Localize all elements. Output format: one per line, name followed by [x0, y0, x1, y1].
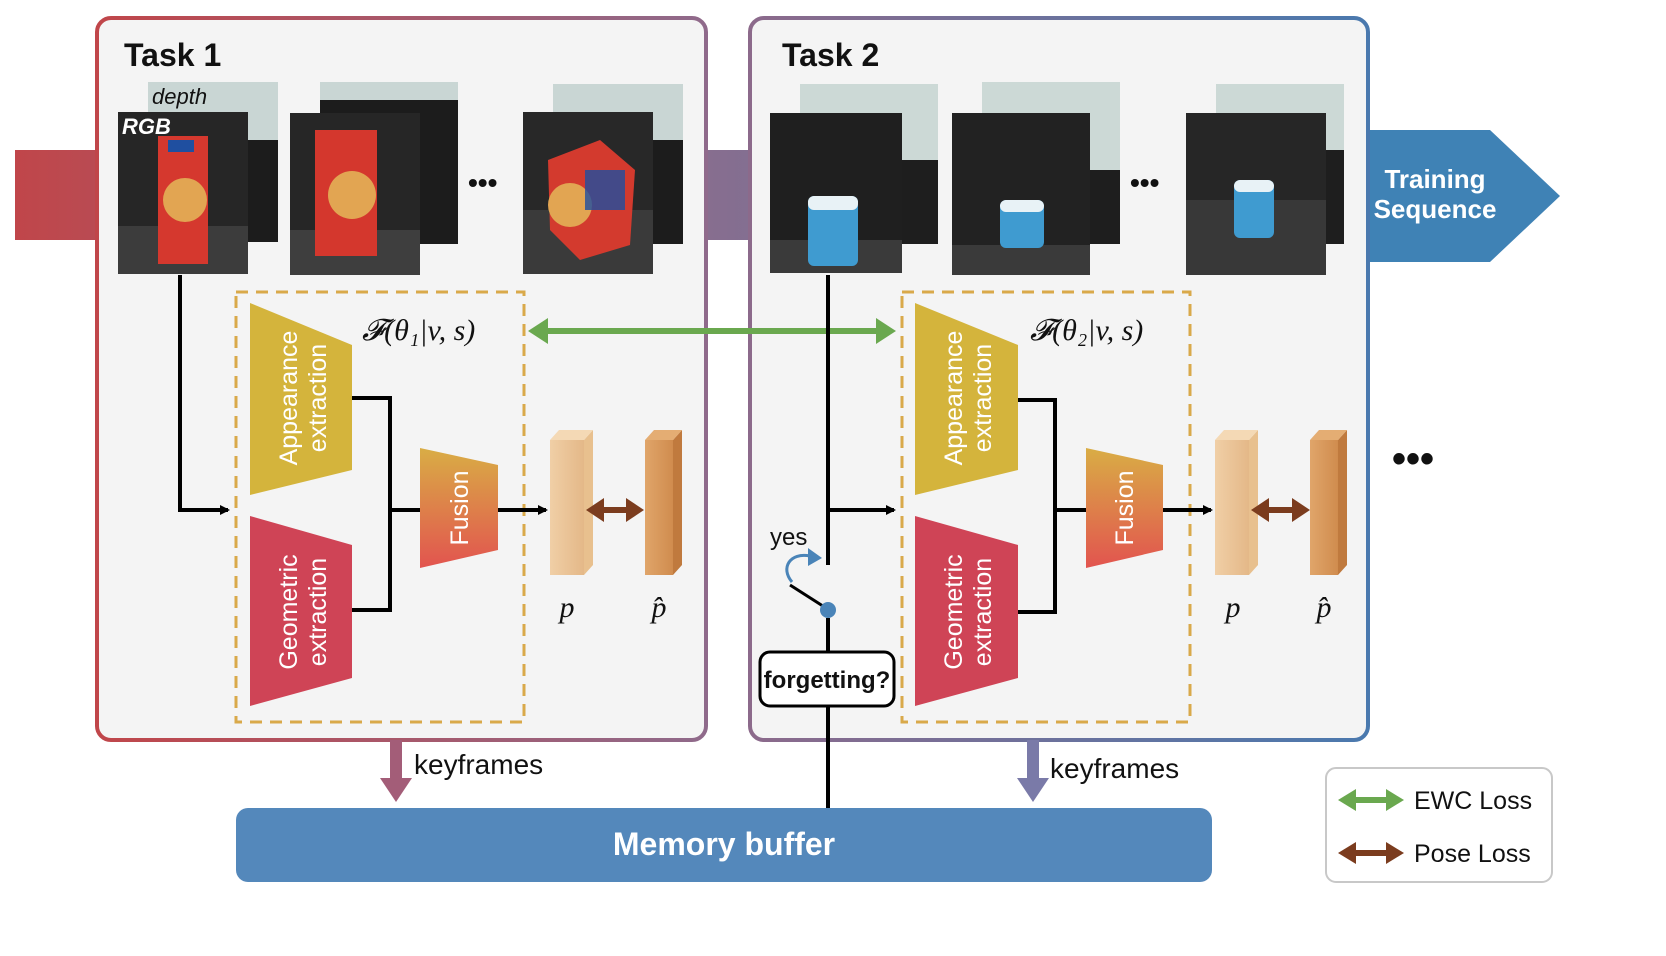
task1-fusion-label: Fusion: [446, 470, 474, 545]
task2-ellipsis: •••: [1130, 167, 1159, 198]
task1-pose-loss-arrow: [586, 498, 644, 522]
legend-pose-arrow: [1338, 842, 1404, 864]
forgetting-label: forgetting?: [764, 667, 891, 694]
training-sequence-arrowhead: [1370, 130, 1560, 262]
task2-appearance-block: [915, 303, 1018, 495]
task2-title: Task 2: [782, 37, 879, 73]
task1-fusion-block: [420, 448, 498, 568]
legend-ewc-arrow: [1338, 789, 1404, 811]
task1-input-line: [178, 275, 230, 515]
task1-geometric-label-1: Geometric: [275, 554, 303, 669]
task2-frame-3: [1186, 84, 1344, 275]
task2-appearance-label-1: Appearance: [940, 331, 968, 466]
task1-geometric-block: [250, 516, 352, 706]
task2-pose-loss-arrow: [1251, 498, 1310, 522]
task2-frame-2: [952, 82, 1120, 275]
task2-keyframes-label: keyframes: [1050, 753, 1179, 784]
task1-keyframes-arrow: [380, 740, 412, 802]
legend-pose-label: Pose Loss: [1414, 840, 1531, 868]
training-sequence-label-line2: Sequence: [1374, 194, 1497, 224]
task1-connector: [352, 396, 420, 612]
rgb-label: RGB: [122, 114, 171, 139]
task1-p-block: [550, 430, 593, 575]
memory-buffer: [236, 808, 1212, 882]
task1-appearance-label-1: Appearance: [275, 331, 303, 466]
task2-fusion-label: Fusion: [1111, 470, 1139, 545]
task1-formula: 𝓕(θ₁|v, s): [362, 314, 475, 347]
task2-appearance-label-2: extraction: [969, 344, 997, 452]
task1-frame-2: [290, 82, 458, 275]
more-tasks-ellipsis: •••: [1392, 437, 1434, 481]
ewc-loss-arrow: [528, 318, 896, 344]
task1-ellipsis: •••: [468, 167, 497, 198]
yes-label: yes: [770, 524, 807, 551]
task2-p-block: [1215, 430, 1258, 575]
task1-phat-label: p̂: [650, 591, 667, 624]
task1-frame-3: [523, 84, 683, 274]
task2-connector: [1018, 398, 1086, 614]
task2-geometric-block: [915, 516, 1018, 706]
task1-geometric-label-2: extraction: [304, 558, 332, 666]
depth-label: depth: [152, 84, 207, 109]
task2-geometric-label-2: extraction: [969, 558, 997, 666]
task1-appearance-block: [250, 303, 352, 495]
switch-curve-arrow: [785, 553, 811, 583]
memory-buffer-label: Memory buffer: [613, 826, 835, 862]
task2-geometric-label-1: Geometric: [940, 554, 968, 669]
task2-frame-1: [770, 84, 938, 273]
switch-curve-arrowhead: [808, 548, 822, 566]
task2-input-line: [826, 275, 894, 565]
task1-network-box: [234, 290, 526, 724]
task1-phat-block: [645, 430, 682, 575]
task2-p-label: p: [1224, 591, 1241, 624]
task2-phat-label: p̂: [1315, 591, 1332, 624]
task1-p-label: p: [558, 591, 575, 624]
task1-frame-1: [118, 82, 278, 274]
task2-keyframes-arrow: [1017, 740, 1049, 802]
task2-phat-block: [1310, 430, 1347, 575]
switch-lever: [789, 583, 827, 610]
task1-title: Task 1: [124, 37, 221, 73]
task2-fusion-block: [1086, 448, 1163, 568]
training-sequence-label-line1: Training: [1384, 164, 1485, 194]
legend-ewc-label: EWC Loss: [1414, 787, 1532, 815]
switch-pivot: [820, 602, 836, 618]
task2-formula: 𝓕(θ₂|v, s): [1030, 314, 1143, 347]
task1-appearance-label-2: extraction: [304, 344, 332, 452]
task1-keyframes-label: keyframes: [414, 749, 543, 780]
